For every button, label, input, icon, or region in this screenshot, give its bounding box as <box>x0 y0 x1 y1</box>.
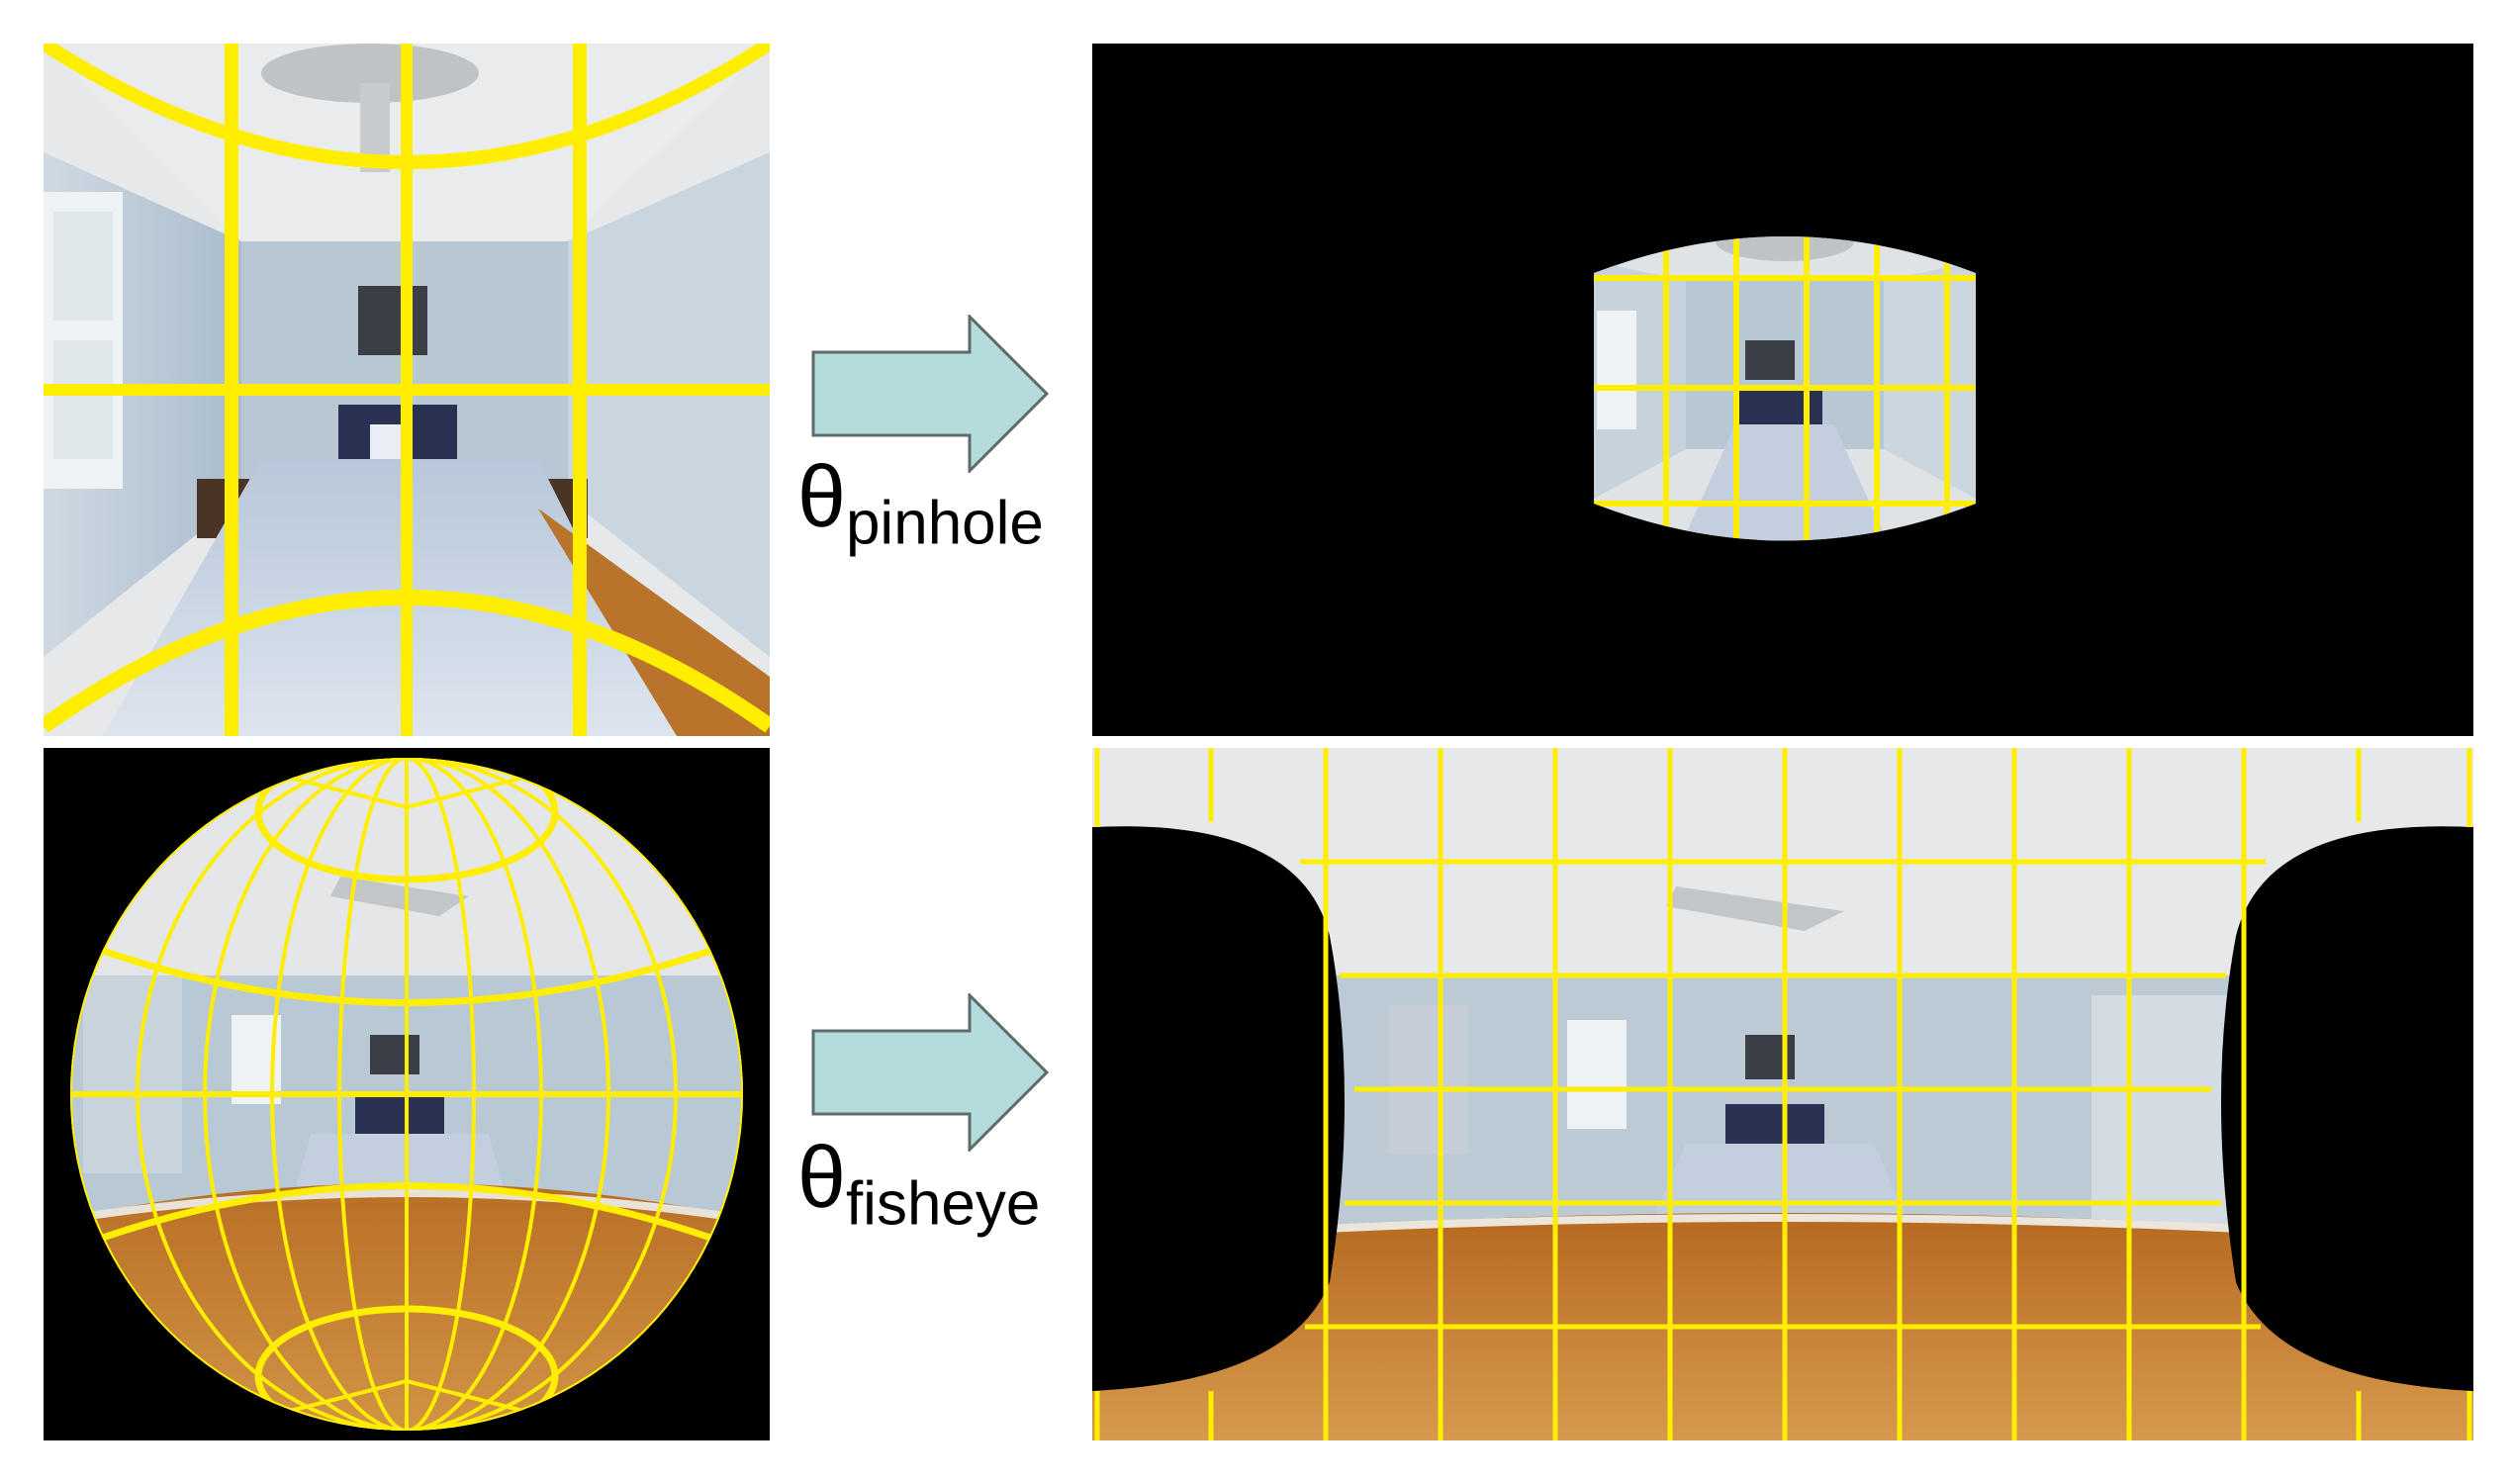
theta-fisheye-label: θfisheye <box>797 1134 1040 1235</box>
right-arrow-icon <box>811 315 1049 473</box>
theta-symbol: θ <box>797 447 846 545</box>
right-arrow-icon <box>811 993 1049 1152</box>
fisheye-equirect-image <box>1092 748 2473 1440</box>
label-subscript: fisheye <box>845 1169 1041 1239</box>
pinhole-equirect-image <box>1092 44 2473 736</box>
label-subscript: pinhole <box>845 489 1044 558</box>
theta-pinhole-label: θpinhole <box>797 453 1044 554</box>
pinhole-input-image <box>44 44 770 736</box>
fisheye-input-image <box>44 748 770 1440</box>
theta-symbol: θ <box>797 1128 846 1226</box>
